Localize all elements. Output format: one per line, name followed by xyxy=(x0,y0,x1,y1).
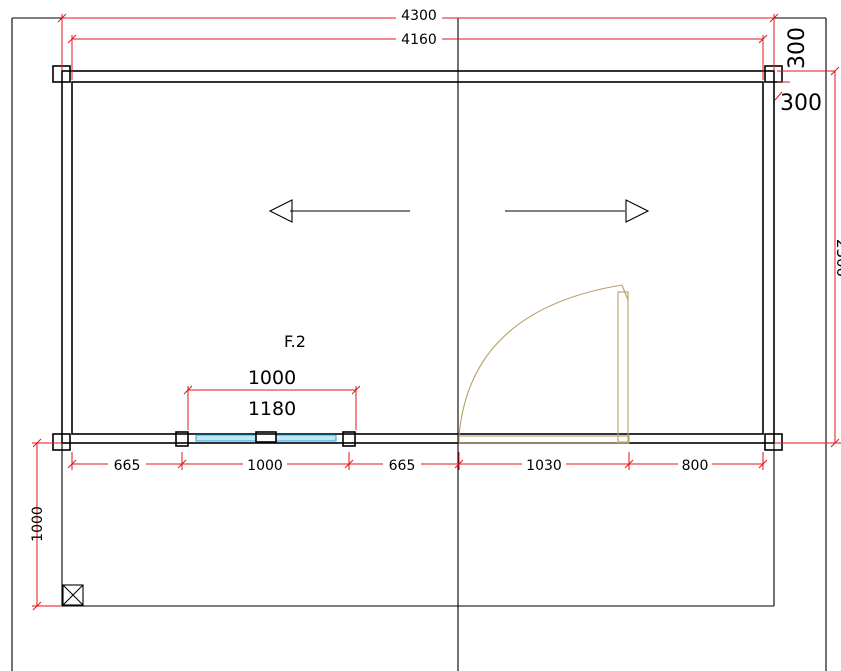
dim-window-opening: 1000 xyxy=(248,367,296,389)
dim-bottom-seg-4: 1030 xyxy=(526,458,562,474)
dim-wall-top: 300 xyxy=(785,27,810,69)
dim-bottom-seg-1: 665 xyxy=(114,458,141,474)
door xyxy=(458,284,630,444)
dim-height: 2300 xyxy=(833,239,841,277)
dim-wall-side: 300 xyxy=(780,91,822,116)
dim-inner-width: 4160 xyxy=(401,32,437,48)
dimension-lines xyxy=(32,13,841,611)
dim-window-frame: 1180 xyxy=(248,398,296,420)
sliding-window xyxy=(175,431,356,447)
right-arrowhead-icon xyxy=(625,199,650,223)
sheet-frame xyxy=(11,17,827,671)
left-arrowhead-icon xyxy=(268,199,293,223)
slope-arrows xyxy=(268,199,650,223)
terrace-outline xyxy=(61,443,775,607)
cabin-walls xyxy=(52,65,783,451)
dim-bottom-seg-5: 800 xyxy=(682,458,709,474)
dim-overall-width: 4300 xyxy=(401,8,437,24)
dimension-labels: 4300 4160 300 300 2300 1000 1180 665 100… xyxy=(30,8,841,542)
corner-post-icon xyxy=(62,584,84,606)
room-label: F.2 xyxy=(284,332,306,351)
dim-terrace-depth: 1000 xyxy=(30,506,46,542)
dim-bottom-seg-2: 1000 xyxy=(247,458,283,474)
dim-bottom-seg-3: 665 xyxy=(389,458,416,474)
